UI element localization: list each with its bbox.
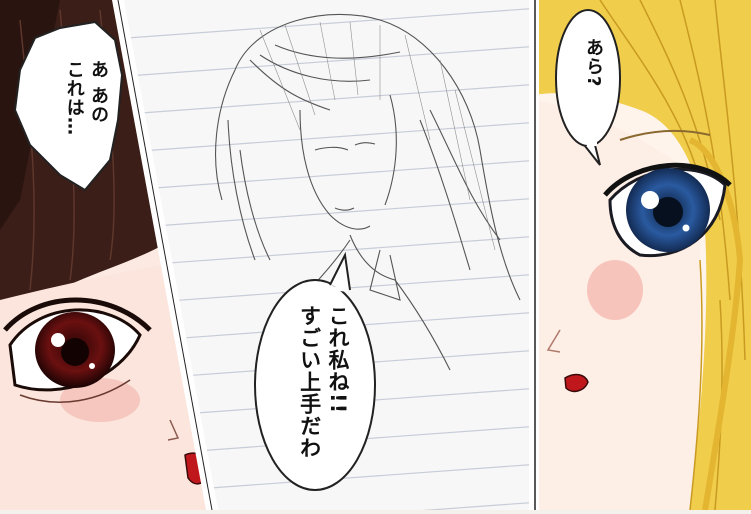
speech-text-center: これ私ね!! すごい上手だわ bbox=[297, 305, 350, 459]
gutter-right bbox=[529, 0, 539, 510]
speech-text-right: あら? bbox=[583, 38, 604, 88]
right-panel bbox=[535, 0, 751, 510]
speech-text-left: あ あの これは… bbox=[63, 60, 109, 136]
speech-bubble-left bbox=[13, 20, 124, 192]
speech-bubble-center bbox=[254, 279, 376, 491]
